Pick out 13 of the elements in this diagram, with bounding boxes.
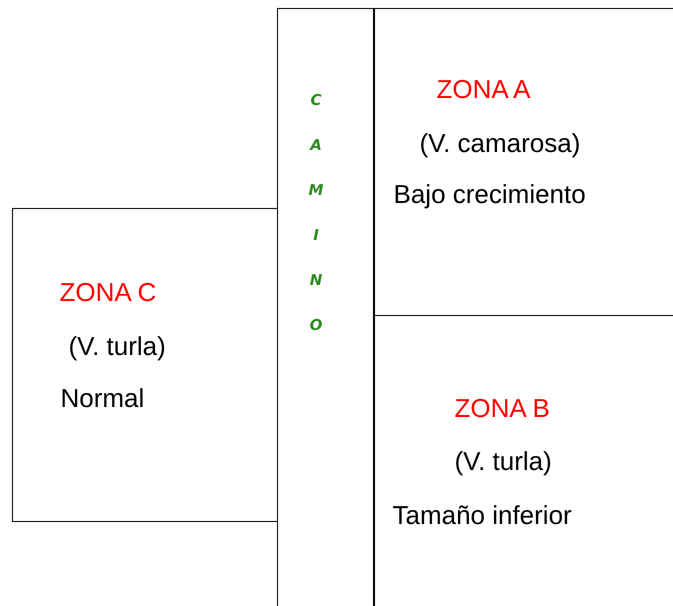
zone-title: ZONA B: [454, 395, 550, 421]
zone-plot: [12, 208, 278, 522]
zone-title: ZONA A: [436, 76, 530, 102]
variety-label: (V. turla): [68, 332, 166, 358]
road-strip: [277, 8, 375, 606]
growth-note: Tamaño inferior: [392, 502, 572, 528]
variety-label: (V. camarosa): [420, 130, 580, 156]
growth-note: Bajo crecimiento: [394, 180, 586, 206]
road-label: CAMINO: [308, 90, 324, 336]
zone-title: ZONA C: [60, 278, 156, 304]
growth-note: Normal: [60, 384, 144, 410]
variety-label: (V. turla): [454, 448, 552, 474]
zone-plot: [373, 8, 673, 316]
